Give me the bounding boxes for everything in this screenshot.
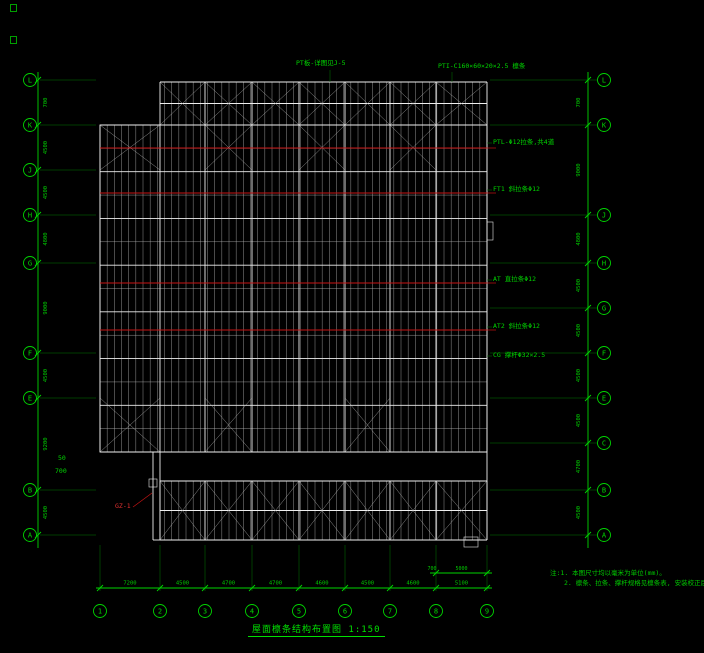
svg-text:5100: 5100 <box>455 581 468 587</box>
notes-block: 注:1. 本图尺寸均以毫米为单位(mm)。 2. 檩条、拉条、撑杆规格见檩条表,… <box>550 568 704 589</box>
svg-text:9200: 9200 <box>43 437 49 450</box>
svg-text:8: 8 <box>434 607 438 615</box>
svg-text:5000: 5000 <box>455 566 467 572</box>
svg-text:6: 6 <box>343 607 347 615</box>
svg-text:L: L <box>602 76 606 84</box>
annotation-gz: GZ-1 <box>115 502 131 510</box>
tie-rod-lines <box>100 147 496 508</box>
svg-text:4500: 4500 <box>576 369 582 382</box>
drawing-title: 屋面檩条结构布置图 1:150 <box>248 622 385 637</box>
svg-text:E: E <box>602 394 606 402</box>
svg-text:4500: 4500 <box>576 324 582 337</box>
svg-text:1: 1 <box>98 607 102 615</box>
svg-text:C: C <box>602 439 606 447</box>
svg-text:9: 9 <box>485 607 489 615</box>
annotation-left-dim-50: 50 <box>58 454 66 462</box>
svg-text:4500: 4500 <box>576 414 582 427</box>
annotation-roof-panel: PT板-详图见J-5 <box>296 59 346 67</box>
svg-text:4500: 4500 <box>576 506 582 519</box>
svg-text:7: 7 <box>388 607 392 615</box>
svg-text:B: B <box>28 486 32 494</box>
roof-grid-minor <box>99 82 488 540</box>
stray-glyph-2 <box>10 36 17 44</box>
svg-text:700: 700 <box>43 98 49 108</box>
svg-text:2: 2 <box>158 607 162 615</box>
svg-text:4500: 4500 <box>43 141 49 154</box>
svg-text:4500: 4500 <box>43 186 49 199</box>
svg-text:4500: 4500 <box>43 506 49 519</box>
svg-text:5: 5 <box>297 607 301 615</box>
svg-text:4700: 4700 <box>222 581 235 587</box>
svg-text:4700: 4700 <box>269 581 282 587</box>
note-line-1: 注:1. 本图尺寸均以毫米为单位(mm)。 <box>550 569 666 577</box>
svg-text:4500: 4500 <box>43 369 49 382</box>
note-line-2: 2. 檩条、拉条、撑杆规格见檩条表, 安装校正后方可铺设屋面板。 <box>564 579 704 588</box>
svg-text:A: A <box>602 531 607 539</box>
svg-text:4600: 4600 <box>406 581 419 587</box>
axis-markers: L K J H G F E B A L K J H G F E C B A 1 2 3 4 5 6 7 8 9 <box>23 73 611 618</box>
svg-text:A: A <box>28 531 33 539</box>
annotation-tie-rod-1: PTL-Φ12拉条,共4道 <box>493 138 555 146</box>
svg-text:E: E <box>28 394 32 402</box>
svg-text:4800: 4800 <box>43 232 49 245</box>
svg-text:4500: 4500 <box>176 581 189 587</box>
svg-text:F: F <box>602 349 606 357</box>
roof-grid-major <box>99 81 494 548</box>
annotation-strut: CG 撑杆Φ32×2.5 <box>493 351 546 359</box>
annotation-tie-rod-2: FT1 斜拉条Φ12 <box>493 185 540 193</box>
svg-text:K: K <box>602 121 607 129</box>
annotation-purlin-type: PTI-C160×60×20×2.5 檩条 <box>438 62 526 70</box>
svg-text:9000: 9000 <box>43 301 49 314</box>
stray-glyph-1 <box>10 4 17 12</box>
svg-text:3: 3 <box>203 607 207 615</box>
annotation-tie-rod-4: AT2 斜拉条Φ12 <box>493 322 540 330</box>
svg-text:4800: 4800 <box>576 232 582 245</box>
svg-text:H: H <box>28 211 32 219</box>
svg-text:9000: 9000 <box>576 163 582 176</box>
svg-text:4500: 4500 <box>361 581 374 587</box>
leader-lines <box>329 70 492 357</box>
svg-text:L: L <box>28 76 32 84</box>
svg-text:H: H <box>602 259 606 267</box>
svg-text:4: 4 <box>250 607 254 615</box>
svg-text:4600: 4600 <box>315 581 328 587</box>
svg-text:G: G <box>28 259 32 267</box>
svg-text:4500: 4500 <box>576 279 582 292</box>
annotation-tie-rod-3: AT 直拉条Φ12 <box>493 275 536 283</box>
svg-text:K: K <box>28 121 33 129</box>
svg-text:J: J <box>28 166 32 174</box>
svg-text:J: J <box>602 211 606 219</box>
annotation-left-dim-700: 700 <box>55 467 67 475</box>
svg-text:700: 700 <box>576 98 582 108</box>
svg-text:700: 700 <box>427 566 436 572</box>
svg-text:B: B <box>602 486 606 494</box>
extension-lines <box>40 79 597 591</box>
svg-text:F: F <box>28 349 32 357</box>
svg-text:4700: 4700 <box>576 460 582 473</box>
svg-text:7200: 7200 <box>123 581 136 587</box>
svg-text:G: G <box>602 304 606 312</box>
dimension-lines: 7200 4500 4700 4700 4600 4500 4600 5100 700 5000 7… <box>34 72 592 592</box>
